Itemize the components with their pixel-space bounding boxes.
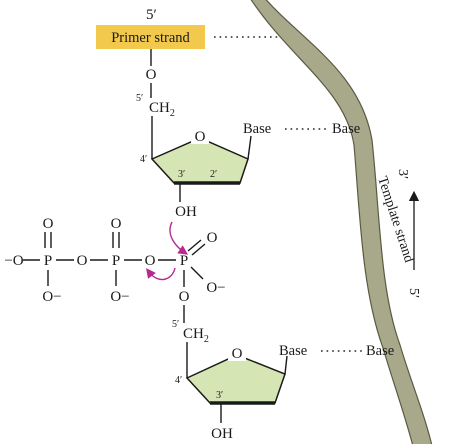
bottom-ch2-label: CH2 <box>183 326 209 345</box>
primer-o-atom: O <box>146 67 157 83</box>
attack-arrow-oh-to-p <box>169 221 189 255</box>
alpha-o-minus: O− <box>206 280 225 296</box>
alpha-double-o: O <box>207 230 218 246</box>
template-5prime-label: 5′ <box>406 288 421 298</box>
top-base-label: Base <box>243 121 271 137</box>
o-minus-left: −O <box>4 253 23 269</box>
top-3prime-oh: OH <box>175 204 197 220</box>
bottom-5prime-carbon-label: 5′ <box>172 319 179 330</box>
primer-ch2-label: CH2 <box>149 100 175 119</box>
top-pair-base-label: Base <box>332 121 360 137</box>
bottom-3prime-oh: OH <box>211 426 233 442</box>
bottom-base-label: Base <box>279 343 307 359</box>
top-sugar-c3-label: 3′ <box>178 169 185 180</box>
bond-break-arrow <box>146 267 176 281</box>
phosphorus-gamma: P <box>44 253 52 269</box>
alpha-ester-o: O <box>179 289 190 305</box>
top-sugar-ring-o: O <box>195 129 206 145</box>
top-sugar-c2-label: 2′ <box>210 169 217 180</box>
template-3prime-label: 3′ <box>395 169 410 179</box>
bottom-sugar-ring <box>185 354 286 404</box>
primer-5prime-carbon-label: 5′ <box>136 93 143 104</box>
bottom-sugar-c4-label: 4′ <box>175 375 182 386</box>
top-sugar-c4-label: 4′ <box>140 154 147 165</box>
phosphorus-beta: P <box>112 253 120 269</box>
primer-strand-label: Primer strand <box>111 30 190 46</box>
bridge-oxygen-1: O <box>77 253 88 269</box>
beta-double-o: O <box>111 216 122 232</box>
primer-strand-box <box>96 25 205 49</box>
gamma-o-minus: O− <box>42 289 61 305</box>
beta-o-minus: O− <box>110 289 129 305</box>
bottom-pair-base-label: Base <box>366 343 394 359</box>
template-strand <box>250 0 433 444</box>
primer-5prime-label: 5′ <box>146 7 157 23</box>
bottom-sugar-c3-label: 3′ <box>216 390 223 401</box>
bottom-sugar-ring-o: O <box>232 346 243 362</box>
phosphorus-alpha: P <box>180 253 188 269</box>
gamma-double-o: O <box>43 216 54 232</box>
bridge-oxygen-2: O <box>145 253 156 269</box>
